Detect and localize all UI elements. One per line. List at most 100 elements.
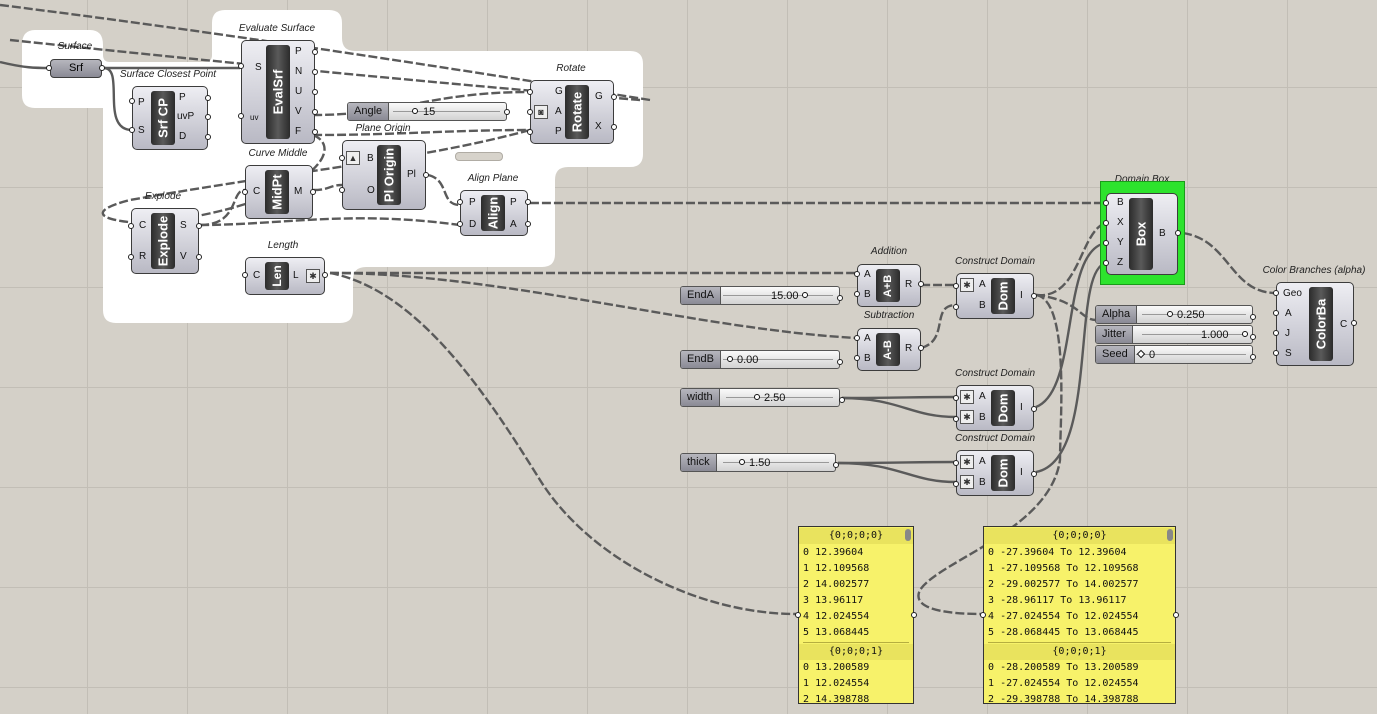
parameter-grip[interactable] (1103, 260, 1109, 266)
construct-domain-component[interactable]: ✱ A B Dom I (956, 273, 1034, 319)
parameter-grip[interactable] (918, 281, 924, 287)
parameter-grip[interactable] (854, 271, 860, 277)
parameter-grip[interactable] (322, 272, 328, 278)
parameter-grip[interactable] (953, 395, 959, 401)
parameter-grip[interactable] (205, 95, 211, 101)
parameter-grip[interactable] (457, 221, 463, 227)
parameter-grip[interactable] (242, 189, 248, 195)
parameter-grip[interactable] (953, 460, 959, 466)
parameter-grip[interactable] (953, 304, 959, 310)
parameter-grip[interactable] (1103, 240, 1109, 246)
panel-scrollbar[interactable] (1167, 529, 1173, 541)
parameter-grip[interactable] (312, 49, 318, 55)
evaluate-surface-component[interactable]: S uv EvalSrf P N U V F (241, 40, 315, 144)
addition-component[interactable]: A B A+B R (857, 264, 921, 307)
endA-slider[interactable]: EndA 15.00 (680, 286, 840, 305)
slider-knob[interactable] (1136, 349, 1146, 359)
parameter-grip[interactable] (918, 345, 924, 351)
output-pin[interactable] (99, 65, 105, 71)
color-branches-component[interactable]: Geo A J S ColorBa C (1276, 282, 1354, 366)
domain-panel[interactable]: {0;0;0;0} 0 -27.39604 To 12.39604 1 -27.… (983, 526, 1176, 704)
width-slider[interactable]: width 2.50 (680, 388, 840, 407)
parameter-grip[interactable] (1250, 334, 1256, 340)
parameter-grip[interactable] (196, 223, 202, 229)
slider-knob[interactable] (1167, 311, 1173, 317)
parameter-grip[interactable] (238, 63, 244, 69)
parameter-grip[interactable] (1273, 290, 1279, 296)
parameter-grip[interactable] (527, 129, 533, 135)
parameter-grip[interactable] (833, 462, 839, 468)
parameter-grip[interactable] (242, 272, 248, 278)
parameter-grip[interactable] (205, 134, 211, 140)
parameter-grip[interactable] (854, 355, 860, 361)
parameter-grip[interactable] (1031, 293, 1037, 299)
parameter-grip[interactable] (457, 199, 463, 205)
construct-domain-component[interactable]: ✱ ✱ A B Dom I (956, 450, 1034, 496)
parameter-grip[interactable] (525, 199, 531, 205)
parameter-grip[interactable] (1351, 320, 1357, 326)
parameter-grip[interactable] (1273, 350, 1279, 356)
parameter-grip[interactable] (795, 612, 801, 618)
parameter-grip[interactable] (1250, 314, 1256, 320)
parameter-grip[interactable] (953, 481, 959, 487)
rotate-component[interactable]: G A P ◙ Rotate G X (530, 80, 614, 144)
parameter-grip[interactable] (837, 359, 843, 365)
parameter-grip[interactable] (1273, 310, 1279, 316)
parameter-grip[interactable] (1273, 330, 1279, 336)
slider-knob[interactable] (802, 292, 808, 298)
parameter-grip[interactable] (525, 221, 531, 227)
parameter-grip[interactable] (129, 127, 135, 133)
parameter-grip[interactable] (911, 612, 917, 618)
slider-knob[interactable] (727, 356, 733, 362)
align-plane-component[interactable]: P D Align P A (460, 190, 528, 236)
parameter-grip[interactable] (504, 109, 510, 115)
seed-slider[interactable]: Seed 0 (1095, 345, 1253, 364)
slider-knob[interactable] (412, 108, 418, 114)
slider-knob[interactable] (754, 394, 760, 400)
parameter-grip[interactable] (312, 69, 318, 75)
parameter-grip[interactable] (129, 98, 135, 104)
parameter-grip[interactable] (1173, 612, 1179, 618)
parameter-grip[interactable] (1175, 230, 1181, 236)
parameter-grip[interactable] (339, 155, 345, 161)
endB-slider[interactable]: EndB 0.00 (680, 350, 840, 369)
domain-box-component[interactable]: B X Y Z Box B (1106, 193, 1178, 275)
parameter-grip[interactable] (1103, 200, 1109, 206)
parameter-grip[interactable] (527, 109, 533, 115)
parameter-grip[interactable] (854, 335, 860, 341)
subtraction-component[interactable]: A B A-B R (857, 328, 921, 371)
panel-scrollbar[interactable] (905, 529, 911, 541)
parameter-grip[interactable] (310, 189, 316, 195)
input-pin[interactable] (46, 65, 52, 71)
parameter-grip[interactable] (611, 94, 617, 100)
parameter-grip[interactable] (1250, 354, 1256, 360)
parameter-grip[interactable] (312, 89, 318, 95)
parameter-grip[interactable] (611, 124, 617, 130)
slider-knob[interactable] (739, 459, 745, 465)
parameter-grip[interactable] (312, 129, 318, 135)
length-component[interactable]: C Len L ✱ (245, 257, 325, 295)
parameter-grip[interactable] (1031, 406, 1037, 412)
parameter-grip[interactable] (128, 254, 134, 260)
slider-knob[interactable] (1242, 331, 1248, 337)
parameter-grip[interactable] (196, 254, 202, 260)
angle-slider[interactable]: Angle 15 (347, 102, 507, 121)
parameter-grip[interactable] (953, 283, 959, 289)
parameter-grip[interactable] (980, 612, 986, 618)
curve-middle-component[interactable]: C MidPt M (245, 165, 313, 219)
parameter-grip[interactable] (128, 223, 134, 229)
thick-slider[interactable]: thick 1.50 (680, 453, 836, 472)
parameter-grip[interactable] (423, 172, 429, 178)
jitter-slider[interactable]: Jitter 1.000 (1095, 325, 1253, 344)
alpha-slider[interactable]: Alpha 0.250 (1095, 305, 1253, 324)
explode-component[interactable]: C R Explode S V (131, 208, 199, 274)
parameter-grip[interactable] (205, 114, 211, 120)
plane-origin-component[interactable]: ▲ B O Pl Origin Pl (342, 140, 426, 210)
parameter-grip[interactable] (312, 109, 318, 115)
parameter-grip[interactable] (1031, 471, 1037, 477)
parameter-grip[interactable] (953, 416, 959, 422)
surface-param[interactable]: Srf (50, 59, 102, 78)
parameter-grip[interactable] (839, 397, 845, 403)
parameter-grip[interactable] (238, 113, 244, 119)
parameter-grip[interactable] (854, 291, 860, 297)
